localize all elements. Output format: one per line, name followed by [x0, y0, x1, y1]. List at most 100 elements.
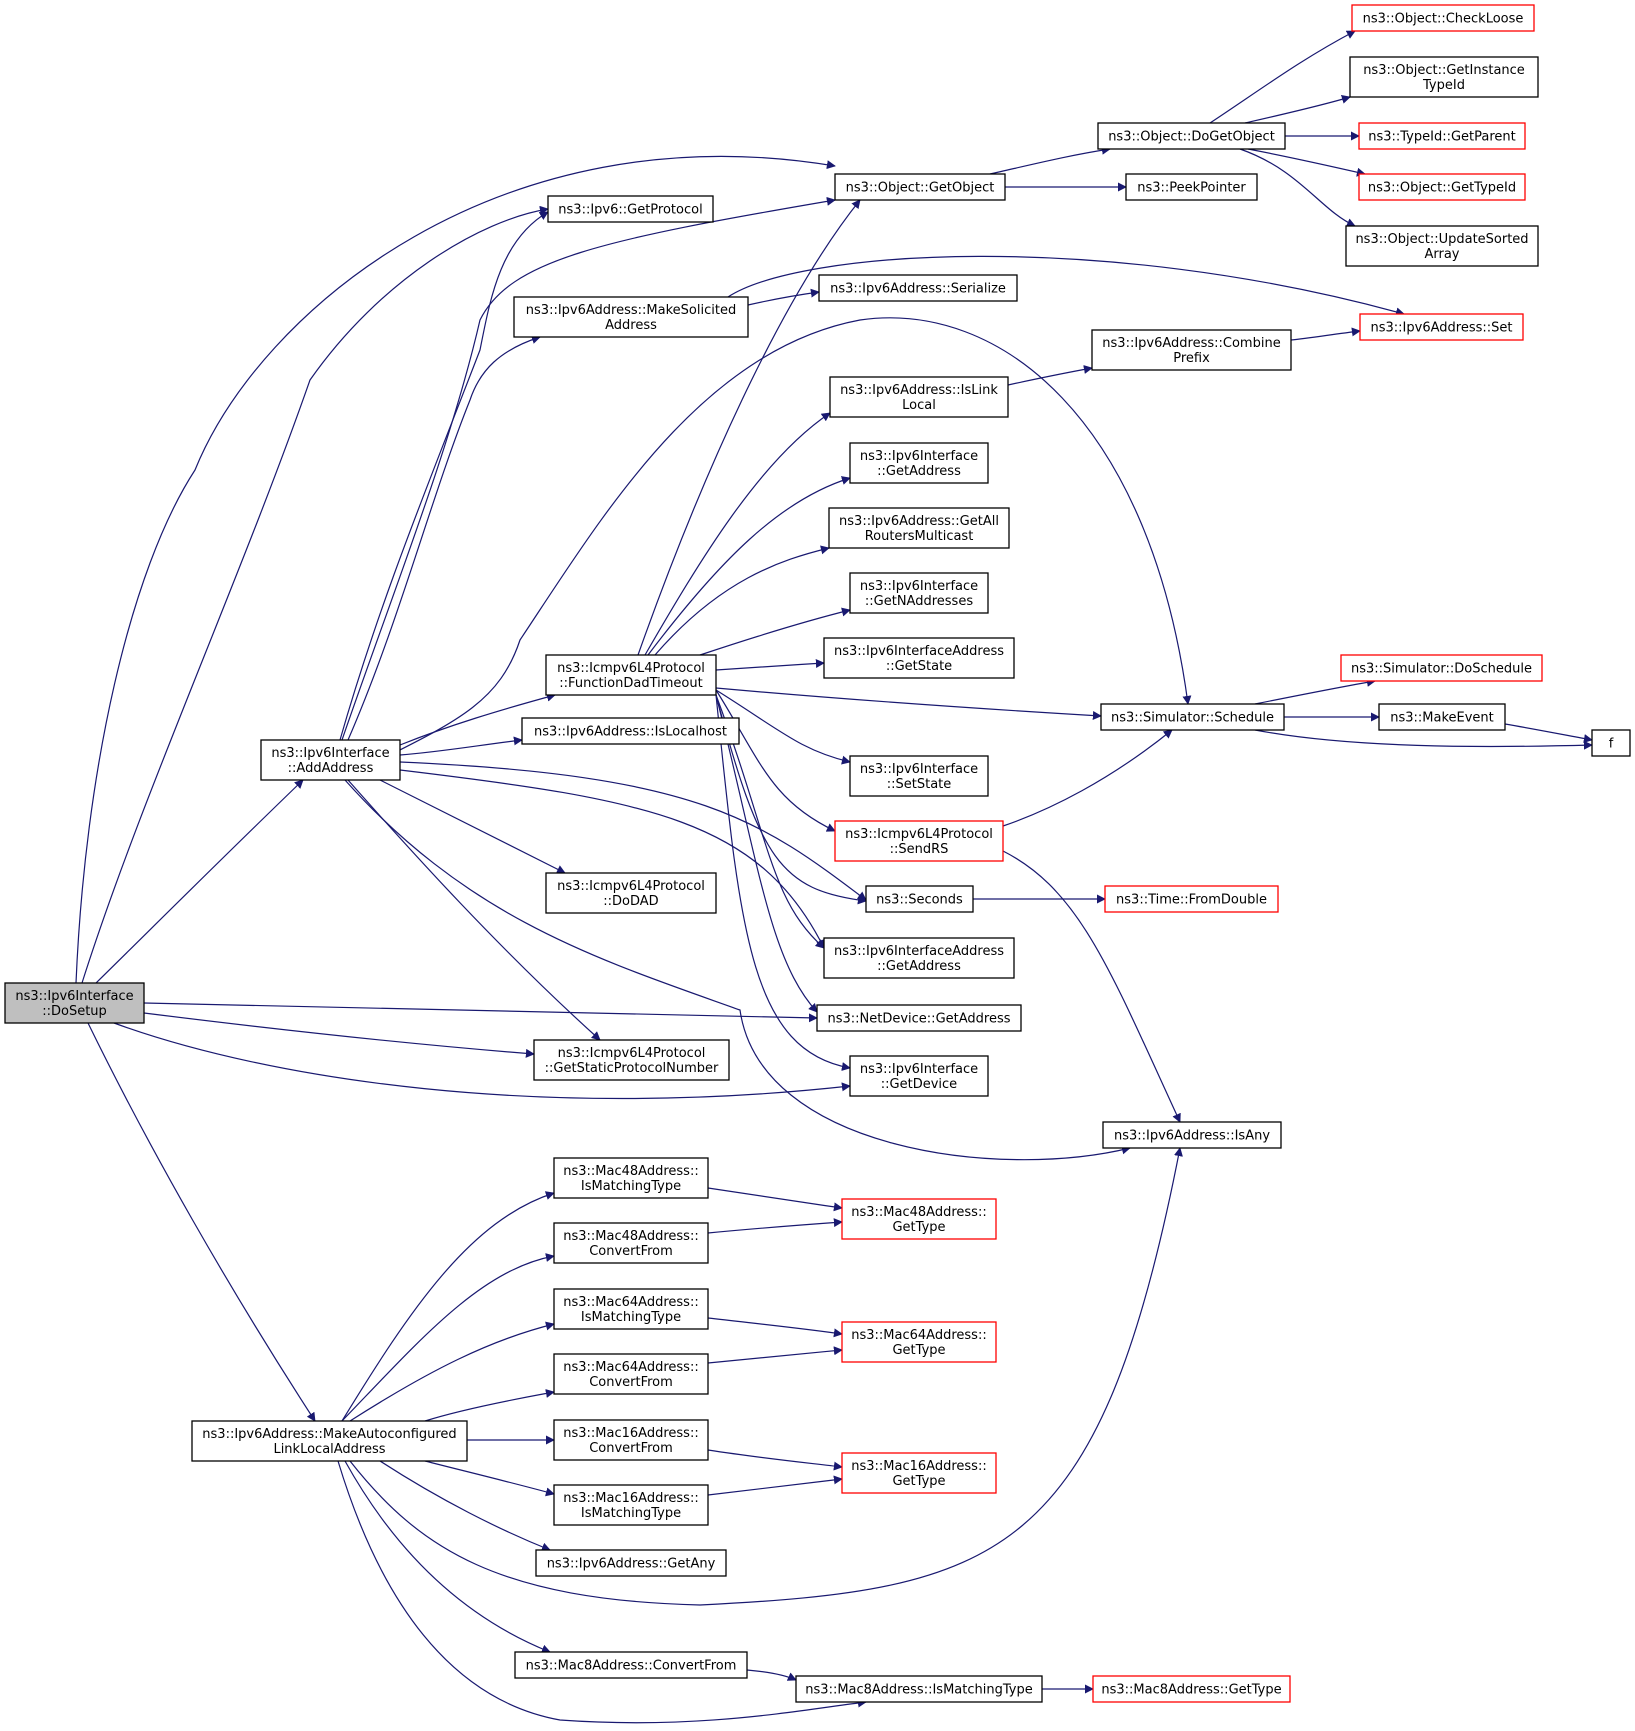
- edge-addAddress-to-ifaGetAddress: [399, 769, 825, 949]
- node-typeIdGetParent[interactable]: ns3::TypeId::GetParent: [1358, 122, 1526, 150]
- node-mac48IsMatch[interactable]: ns3::Mac48Address::IsMatchingType: [553, 1157, 709, 1199]
- node-seconds[interactable]: ns3::Seconds: [865, 885, 974, 913]
- node-box-ifaGetAddress: [823, 937, 1015, 979]
- node-label-mac48Convert-line-1: ConvertFrom: [589, 1244, 673, 1259]
- node-checkLoose[interactable]: ns3::Object::CheckLoose: [1351, 4, 1535, 32]
- node-f[interactable]: f: [1591, 729, 1631, 757]
- node-box-makeEvent: [1378, 703, 1506, 731]
- node-label-updateSorted-line-0: ns3::Object::UpdateSorted: [1355, 232, 1528, 247]
- node-mac64GetType[interactable]: ns3::Mac64Address::GetType: [841, 1321, 997, 1363]
- node-makeEvent[interactable]: ns3::MakeEvent: [1378, 703, 1506, 731]
- node-mac8Convert[interactable]: ns3::Mac8Address::ConvertFrom: [514, 1651, 748, 1679]
- node-label-getStaticProto-line-1: ::GetStaticProtocolNumber: [545, 1061, 719, 1076]
- node-makeAutoLL[interactable]: ns3::Ipv6Address::MakeAutoconfiguredLink…: [191, 1420, 468, 1462]
- node-mac16Convert[interactable]: ns3::Mac16Address::ConvertFrom: [553, 1419, 709, 1461]
- node-box-mac48IsMatch: [553, 1157, 709, 1199]
- node-getDevice[interactable]: ns3::Ipv6Interface::GetDevice: [849, 1055, 989, 1097]
- node-box-mac64Convert: [553, 1353, 709, 1395]
- edge-funcDad-to-ifGetAddress: [647, 476, 851, 656]
- node-ifaGetAddress[interactable]: ns3::Ipv6InterfaceAddress::GetAddress: [823, 937, 1015, 979]
- edge-makeAutoLL-to-mac8IsMatch: [337, 1460, 867, 1724]
- node-box-mac8IsMatch: [795, 1675, 1043, 1703]
- edge-addAddress-to-schedule: [379, 317, 1192, 761]
- node-doGetObject[interactable]: ns3::Object::DoGetObject: [1097, 122, 1286, 150]
- node-ifaGetState[interactable]: ns3::Ipv6InterfaceAddress::GetState: [823, 637, 1015, 679]
- node-getNAddresses[interactable]: ns3::Ipv6Interface::GetNAddresses: [849, 572, 989, 614]
- node-label-mac48IsMatch-line-1: IsMatchingType: [581, 1179, 681, 1194]
- node-box-mac16GetType: [841, 1452, 997, 1494]
- node-box-mac8GetType: [1092, 1675, 1291, 1703]
- edge-doGetObject-to-objGetTypeId: [1247, 148, 1366, 177]
- node-box-serialize: [818, 274, 1018, 302]
- node-box-mac48GetType: [841, 1198, 997, 1240]
- edge-funcDad-to-schedule: [715, 687, 1102, 721]
- node-mac8IsMatch[interactable]: ns3::Mac8Address::IsMatchingType: [795, 1675, 1043, 1703]
- node-box-ifaGetState: [823, 637, 1015, 679]
- node-ipv6Set[interactable]: ns3::Ipv6Address::Set: [1359, 313, 1524, 341]
- node-box-updateSorted: [1345, 225, 1539, 267]
- edge-mac48Convert-to-mac48GetType: [707, 1218, 843, 1234]
- node-schedule[interactable]: ns3::Simulator::Schedule: [1100, 703, 1285, 731]
- node-serialize[interactable]: ns3::Ipv6Address::Serialize: [818, 274, 1018, 302]
- node-peekPointer[interactable]: ns3::PeekPointer: [1125, 173, 1258, 201]
- node-addAddress[interactable]: ns3::Ipv6Interface::AddAddress: [260, 739, 401, 781]
- node-label-mac16IsMatch-line-1: IsMatchingType: [581, 1506, 681, 1521]
- node-label-addAddress-line-1: ::AddAddress: [288, 761, 374, 776]
- node-mac64Convert[interactable]: ns3::Mac64Address::ConvertFrom: [553, 1353, 709, 1395]
- node-doSetup[interactable]: ns3::Ipv6Interface::DoSetup: [4, 982, 145, 1024]
- edge-funcDad-to-seconds: [715, 694, 867, 905]
- node-mac48GetType[interactable]: ns3::Mac48Address::GetType: [841, 1198, 997, 1240]
- edge-makeAutoLL-to-mac8Convert: [344, 1460, 551, 1654]
- edge-isLinkLocal-to-combinePrefix: [1007, 365, 1093, 386]
- node-label-isLinkLocal-line-1: Local: [902, 398, 936, 413]
- node-mac8GetType[interactable]: ns3::Mac8Address::GetType: [1092, 1675, 1291, 1703]
- node-setState[interactable]: ns3::Ipv6Interface::SetState: [849, 755, 989, 797]
- node-box-mac64GetType: [841, 1321, 997, 1363]
- node-box-addAddress: [260, 739, 401, 781]
- node-label-netDevGetAddress-line-0: ns3::NetDevice::GetAddress: [827, 1012, 1010, 1027]
- node-netDevGetAddress[interactable]: ns3::NetDevice::GetAddress: [816, 1004, 1022, 1032]
- edge-schedule-to-simDoSchedule: [1254, 677, 1376, 705]
- node-isAny[interactable]: ns3::Ipv6Address::IsAny: [1102, 1121, 1282, 1149]
- node-isLocalhost[interactable]: ns3::Ipv6Address::IsLocalhost: [521, 717, 740, 745]
- node-getStaticProto[interactable]: ns3::Icmpv6L4Protocol::GetStaticProtocol…: [533, 1039, 730, 1081]
- node-ipv6GetProtocol[interactable]: ns3::Ipv6::GetProtocol: [547, 195, 714, 223]
- node-label-seconds-line-0: ns3::Seconds: [876, 893, 963, 908]
- edge-funcDad-to-setState: [715, 689, 851, 765]
- edge-funcDad-to-netDevGetAddress: [715, 694, 818, 1013]
- node-mac16IsMatch[interactable]: ns3::Mac16Address::IsMatchingType: [553, 1484, 709, 1526]
- node-objGetObject[interactable]: ns3::Object::GetObject: [834, 173, 1006, 201]
- edge-funcDad-to-getAllRouters: [654, 545, 830, 656]
- node-label-simDoSchedule-line-0: ns3::Simulator::DoSchedule: [1351, 662, 1532, 677]
- node-label-sendRS-line-0: ns3::Icmpv6L4Protocol: [845, 827, 993, 842]
- node-box-isLinkLocal: [829, 376, 1009, 418]
- node-ifGetAddress[interactable]: ns3::Ipv6Interface::GetAddress: [849, 442, 989, 484]
- node-label-mac64IsMatch-line-1: IsMatchingType: [581, 1310, 681, 1325]
- node-mac48Convert[interactable]: ns3::Mac48Address::ConvertFrom: [553, 1222, 709, 1264]
- edge-addAddress-to-seconds: [399, 761, 867, 901]
- node-sendRS[interactable]: ns3::Icmpv6L4Protocol::SendRS: [834, 820, 1004, 862]
- node-label-fromDouble-line-0: ns3::Time::FromDouble: [1116, 893, 1267, 908]
- edge-addAddress-to-getStaticProto: [347, 779, 601, 1041]
- node-mac64IsMatch[interactable]: ns3::Mac64Address::IsMatchingType: [553, 1288, 709, 1330]
- node-box-objGetObject: [834, 173, 1006, 201]
- node-simDoSchedule[interactable]: ns3::Simulator::DoSchedule: [1340, 654, 1543, 682]
- node-ipv6GetAny[interactable]: ns3::Ipv6Address::GetAny: [535, 1549, 727, 1577]
- node-objGetTypeId[interactable]: ns3::Object::GetTypeId: [1358, 173, 1526, 201]
- node-box-mac48Convert: [553, 1222, 709, 1264]
- edge-doSetup-to-makeAutoLL: [87, 1022, 316, 1422]
- node-doDAD[interactable]: ns3::Icmpv6L4Protocol::DoDAD: [545, 872, 717, 914]
- node-label-getInstanceTypeId-line-0: ns3::Object::GetInstance: [1363, 63, 1525, 78]
- node-fromDouble[interactable]: ns3::Time::FromDouble: [1104, 885, 1279, 913]
- node-label-peekPointer-line-0: ns3::PeekPointer: [1137, 181, 1246, 196]
- node-funcDad[interactable]: ns3::Icmpv6L4Protocol::FunctionDadTimeou…: [545, 654, 717, 696]
- node-mac16GetType[interactable]: ns3::Mac16Address::GetType: [841, 1452, 997, 1494]
- edge-doSetup-to-objGetObject: [75, 155, 836, 984]
- edge-mac64Convert-to-mac64GetType: [707, 1346, 843, 1364]
